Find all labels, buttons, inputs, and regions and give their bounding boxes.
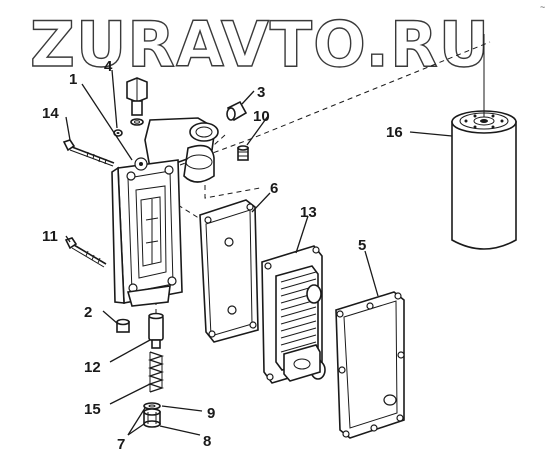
part-washer (143, 402, 161, 410)
callout-15: 15 (84, 401, 101, 418)
part-end-plug (143, 408, 161, 428)
corner-mark: ~ (540, 2, 545, 12)
part-bolt-upper (62, 139, 115, 167)
callout-4: 4 (104, 58, 113, 75)
cooler-fins (280, 271, 317, 353)
callout-numbers: 1 2 3 4 5 6 7 8 9 10 11 12 13 14 15 16 (42, 58, 403, 453)
part-oil-filter (451, 34, 517, 250)
part-gasket-small (199, 199, 259, 343)
part-gasket-large (335, 291, 405, 439)
part-bolt-lower (64, 237, 107, 268)
callout-1: 1 (69, 71, 77, 88)
callout-10: 10 (253, 108, 270, 125)
callout-13: 13 (300, 204, 317, 221)
part-cooler-core (261, 245, 326, 384)
callout-6: 6 (270, 180, 278, 197)
part-fitting (237, 145, 249, 161)
watermark-text: ZURAVTO.RU (30, 8, 490, 81)
callout-2: 2 (84, 304, 92, 321)
part-valve (148, 312, 164, 349)
callout-5: 5 (358, 237, 366, 254)
callout-14: 14 (42, 105, 59, 122)
leader-lines (65, 69, 453, 436)
callout-8: 8 (203, 433, 211, 450)
part-small-plug (116, 318, 130, 333)
callout-16: 16 (386, 124, 403, 141)
part-plug (226, 100, 248, 122)
callout-12: 12 (84, 359, 101, 376)
callout-7: 7 (117, 436, 125, 453)
callout-9: 9 (207, 405, 215, 422)
callout-11: 11 (42, 228, 58, 245)
part-spring (147, 351, 165, 393)
part-banjo-bolt (113, 77, 148, 137)
callout-3: 3 (257, 84, 265, 101)
part-cooler-housing (111, 117, 219, 307)
